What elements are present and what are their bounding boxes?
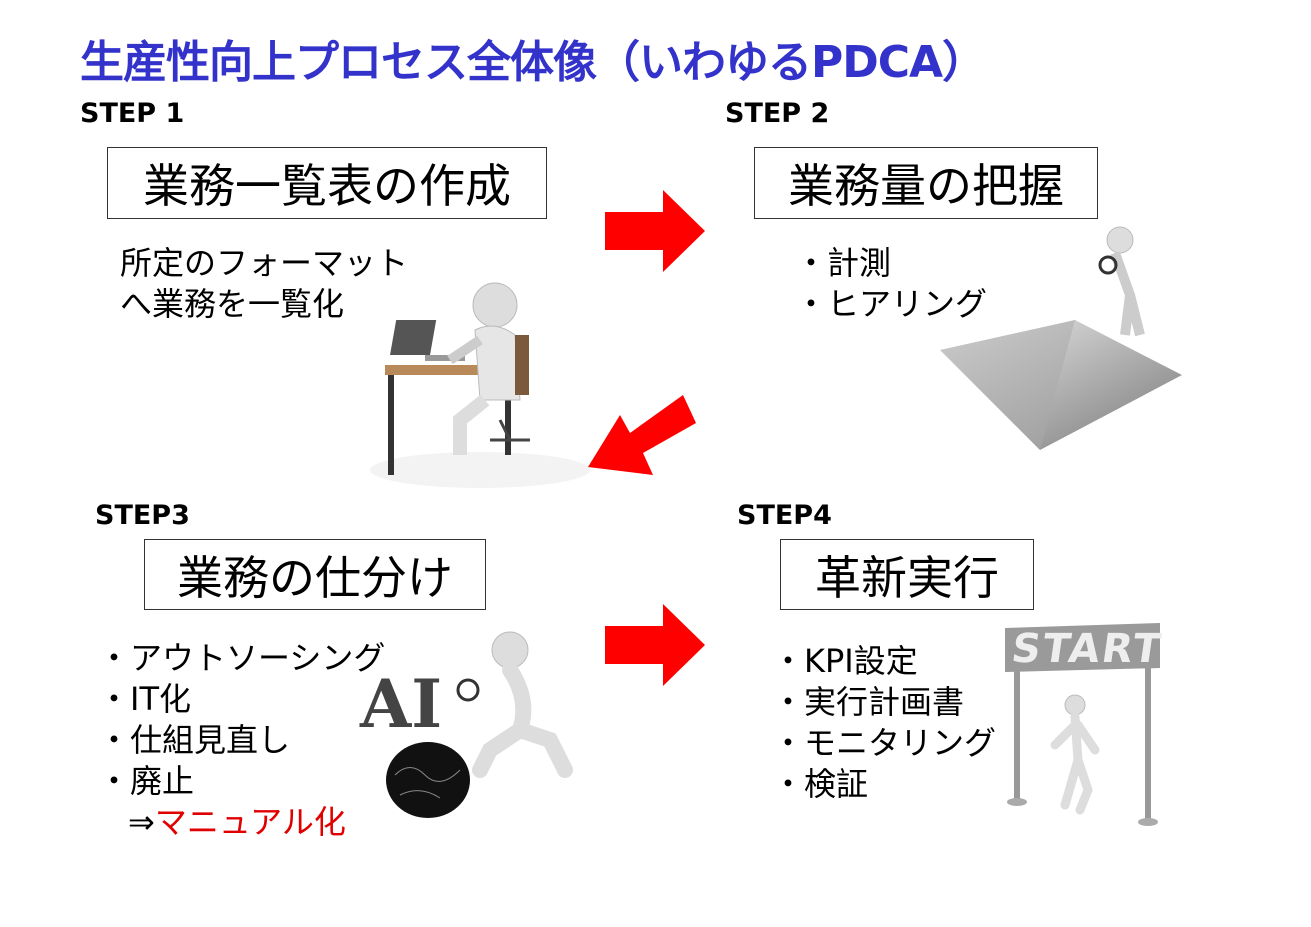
person-at-desk-illustration xyxy=(370,282,590,488)
start-sign-text: START xyxy=(1008,626,1166,672)
result-arrow: ⇒ xyxy=(128,803,155,841)
step1-line: へ業務を一覧化 xyxy=(120,285,345,323)
arrow-step2-to-step3 xyxy=(588,395,696,475)
step3-description: ・アウトソーシング ・IT化 ・仕組見直し ・廃止 ⇒マニュアル化 xyxy=(98,638,385,843)
step3-heading: 業務の仕分け xyxy=(177,550,453,605)
step3-line: ・IT化 xyxy=(98,680,191,718)
step2-label: STEP 2 xyxy=(725,98,830,129)
step1-line: 所定のフォーマット xyxy=(120,244,409,282)
step4-description: ・KPI設定 ・実行計画書 ・モニタリング ・検証 xyxy=(772,641,996,805)
start-gate-illustration xyxy=(1005,623,1160,826)
step1-heading-box: 業務一覧表の作成 xyxy=(107,147,547,219)
step3-label: STEP3 xyxy=(95,500,190,531)
step4-label: STEP4 xyxy=(737,500,832,531)
step1-label: STEP 1 xyxy=(80,98,185,129)
result-highlight: マニュアル化 xyxy=(154,803,346,841)
page-title: 生産性向上プロセス全体像（いわゆるPDCA） xyxy=(80,37,986,88)
step3-line: ・アウトソーシング xyxy=(98,639,386,677)
step2-description: ・計測 ・ヒアリング xyxy=(795,243,987,325)
step3-line: ・仕組見直し xyxy=(98,721,291,759)
step3-line: ・廃止 xyxy=(98,762,195,800)
step1-description: 所定のフォーマット へ業務を一覧化 xyxy=(120,243,408,325)
step4-heading: 革新実行 xyxy=(815,550,999,605)
step3-heading-box: 業務の仕分け xyxy=(144,539,486,610)
step4-heading-box: 革新実行 xyxy=(780,539,1034,610)
step2-heading-box: 業務量の把握 xyxy=(754,147,1098,219)
pit-inspection-illustration xyxy=(940,226,1182,450)
step4-line: ・モニタリング xyxy=(772,724,997,762)
arrow-step1-to-step2 xyxy=(605,190,705,272)
step4-line: ・検証 xyxy=(772,765,869,803)
ai-brain-illustration xyxy=(386,631,573,818)
step1-heading: 業務一覧表の作成 xyxy=(143,159,511,213)
step3-result: ⇒マニュアル化 xyxy=(98,802,385,843)
step2-heading: 業務量の把握 xyxy=(788,159,1064,213)
ai-text: AI xyxy=(360,665,443,743)
step2-line: ・計測 xyxy=(795,244,892,282)
arrow-step3-to-step4 xyxy=(605,604,705,686)
step4-line: ・KPI設定 xyxy=(772,642,918,680)
step4-line: ・実行計画書 xyxy=(772,683,965,721)
step2-line: ・ヒアリング xyxy=(795,285,988,323)
